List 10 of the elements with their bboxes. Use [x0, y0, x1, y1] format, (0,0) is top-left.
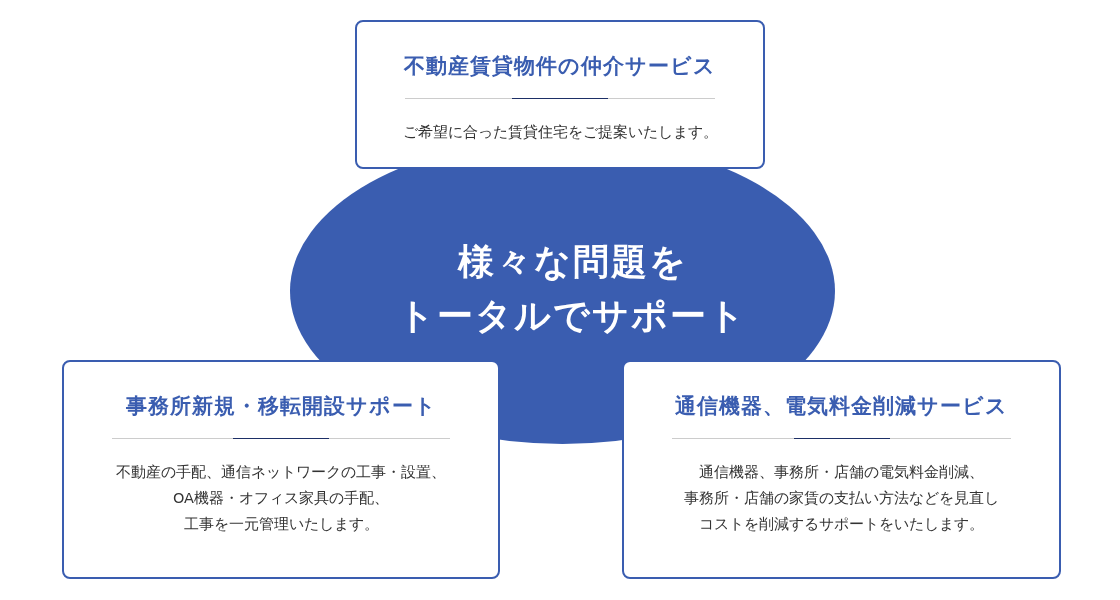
- headline-text: 様々な問題をトータルでサポート: [398, 240, 747, 338]
- service-card: [355, 20, 765, 169]
- card-description: 不動産の手配、通信ネットワークの工事・設置、OA機器・オフィス家具の手配、工事を一元管理いたします。: [116, 463, 446, 534]
- card-heading: 不動産賃貸物件の仲介サービス: [404, 53, 716, 80]
- card-heading: 通信機器、電気料金削減サービス: [675, 393, 1008, 420]
- card-description: 通信機器、事務所・店舗の電気料金削減、事務所・店舗の家賃の支払い方法などを見直しコストを削減するサポートをいたします。: [684, 463, 999, 534]
- card-heading: 事務所新規・移転開設サポート: [125, 393, 437, 420]
- card-description: ご希望に合った賃貸住宅をご提案いたします。: [402, 123, 718, 142]
- service-card: [62, 360, 500, 579]
- service-card: [622, 360, 1061, 579]
